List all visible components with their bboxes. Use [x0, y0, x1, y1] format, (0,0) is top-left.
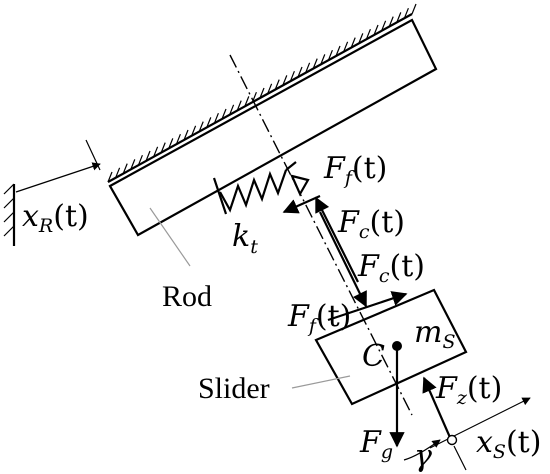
hatch-mark [305, 62, 311, 74]
hatch-mark [335, 45, 341, 57]
hatch-mark [365, 28, 371, 40]
xS-axis-arrow [429, 397, 531, 449]
hatch-mark [289, 70, 295, 82]
slider-body [314, 288, 468, 406]
Fc-lower-label: Fc(t) [357, 249, 425, 287]
xR-label: xR(t) [22, 199, 89, 237]
rod-body [108, 18, 438, 237]
hatch-mark [312, 58, 318, 69]
hatch-mark [229, 104, 235, 116]
hatch-mark [168, 138, 174, 149]
hatch-mark [297, 66, 303, 78]
Ff-top-label: Ff(t) [323, 151, 387, 189]
Fc-lower-arrow [319, 211, 367, 308]
gamma-arc [403, 439, 441, 461]
hatch-mark [130, 159, 136, 170]
rod-label: Rod [162, 280, 212, 313]
left-wall [3, 183, 16, 246]
hatch-mark [175, 133, 181, 145]
Fc-upper-arrow [315, 196, 359, 283]
Fg-label: Fg [359, 425, 393, 463]
Fz-label: Fz(t) [435, 371, 502, 409]
hatch-mark [221, 108, 227, 120]
hatch-mark [137, 154, 143, 166]
hatch-mark [358, 33, 364, 44]
hatch-mark [282, 75, 288, 86]
xR-reference-tick [85, 139, 101, 171]
spring-kt [212, 161, 310, 215]
hatch-mark [206, 117, 212, 128]
kt-label: kt [232, 219, 258, 258]
hatch-mark [411, 3, 417, 15]
gamma-label: γ [414, 439, 432, 474]
hatch-mark [198, 121, 204, 132]
hatch-mark [320, 54, 326, 65]
Ff-top-arrow [282, 194, 321, 214]
hatch-mark [115, 167, 121, 179]
hatch-mark [236, 100, 242, 111]
xS-label: xS(t) [476, 425, 541, 463]
hatch-mark [381, 20, 387, 32]
hatch-mark [160, 142, 166, 153]
slider-label: Slider [198, 372, 270, 405]
Ff-slider-arrow [327, 291, 408, 322]
hatch-mark [213, 112, 219, 124]
hatch-mark [153, 146, 159, 158]
mS-label: mS [414, 315, 455, 353]
C-label: C [362, 339, 385, 374]
hatch-mark [107, 171, 113, 183]
center-axis [229, 54, 413, 416]
slider-leader-line [291, 375, 351, 389]
rod-ground-hatching [107, 3, 417, 183]
Ff-slider-label: Ff(t) [287, 299, 351, 337]
Fz-arrow [422, 376, 454, 443]
hatch-mark [267, 83, 273, 95]
hatch-mark [122, 163, 128, 174]
hatch-mark [259, 87, 265, 99]
hatch-mark [373, 24, 379, 36]
hatch-mark [403, 7, 409, 19]
hatch-mark [183, 129, 189, 141]
hatch-mark [244, 96, 250, 107]
xR-arrow [15, 162, 101, 193]
hatch-mark [145, 150, 151, 162]
Fc-upper-label: Fc(t) [337, 205, 405, 243]
xS-origin-circle [446, 434, 458, 446]
hatch-mark [327, 49, 333, 61]
hatch-mark [343, 41, 349, 53]
hatch-mark [274, 79, 280, 90]
hatch-mark [388, 16, 394, 27]
hatch-mark [350, 37, 356, 48]
hatch-mark [396, 12, 402, 23]
xS-tail-line [453, 445, 467, 471]
rod-leader-line [149, 207, 191, 267]
hatch-mark [191, 125, 197, 137]
